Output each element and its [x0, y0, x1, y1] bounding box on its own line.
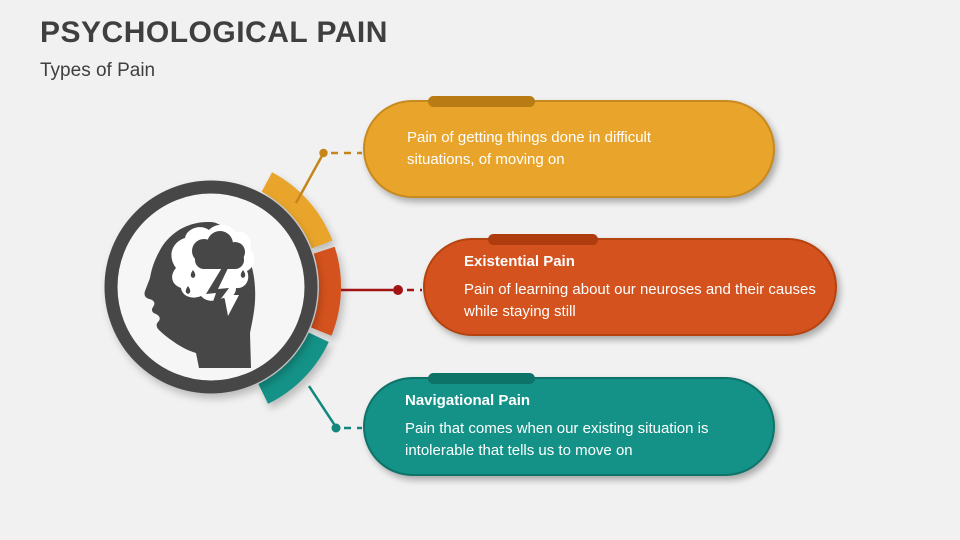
card-body: Pain of learning about our neuroses and …: [464, 280, 816, 320]
card-accent-tab: [488, 234, 598, 245]
slide-header: PSYCHOLOGICAL PAIN Types of Pain: [40, 14, 388, 84]
rain-drops-icon: [185, 270, 251, 307]
card-accent-tab: [428, 373, 535, 384]
arc-segment-teal: [258, 332, 329, 404]
arc-ring: [258, 172, 341, 404]
card-accent-tab: [428, 96, 535, 107]
page-title: PSYCHOLOGICAL PAIN: [40, 16, 388, 49]
pain-card-navigational[interactable]: Navigational Pain Pain that comes when o…: [363, 373, 775, 476]
card-title: Existential Pain: [464, 252, 575, 270]
storm-cloud-icon: [192, 231, 245, 269]
connector-dot-middle: [393, 285, 403, 295]
head-storm-icon: [144, 222, 256, 368]
pain-card-top[interactable]: Pain of getting things done in difficult…: [363, 96, 775, 198]
connector-line-top: [294, 153, 325, 204]
arc-segment-yellow: [261, 172, 333, 249]
pain-card-existential[interactable]: Existential Pain Pain of learning about …: [423, 234, 837, 336]
center-hub[interactable]: [104, 180, 318, 394]
card-body: Pain that comes when our existing situat…: [405, 420, 709, 459]
arc-segment-orange: [310, 246, 341, 336]
page-subtitle: Types of Pain: [40, 60, 156, 81]
connector-dot-bottom: [331, 423, 341, 433]
connectors: [294, 148, 422, 433]
card-title: Navigational Pain: [405, 392, 531, 409]
connector-dot-top: [319, 148, 328, 158]
lightning-bolt-icon: [206, 266, 229, 316]
card-body: Pain of getting things done in difficult…: [407, 129, 652, 168]
connector-line-bottom: [307, 385, 338, 428]
